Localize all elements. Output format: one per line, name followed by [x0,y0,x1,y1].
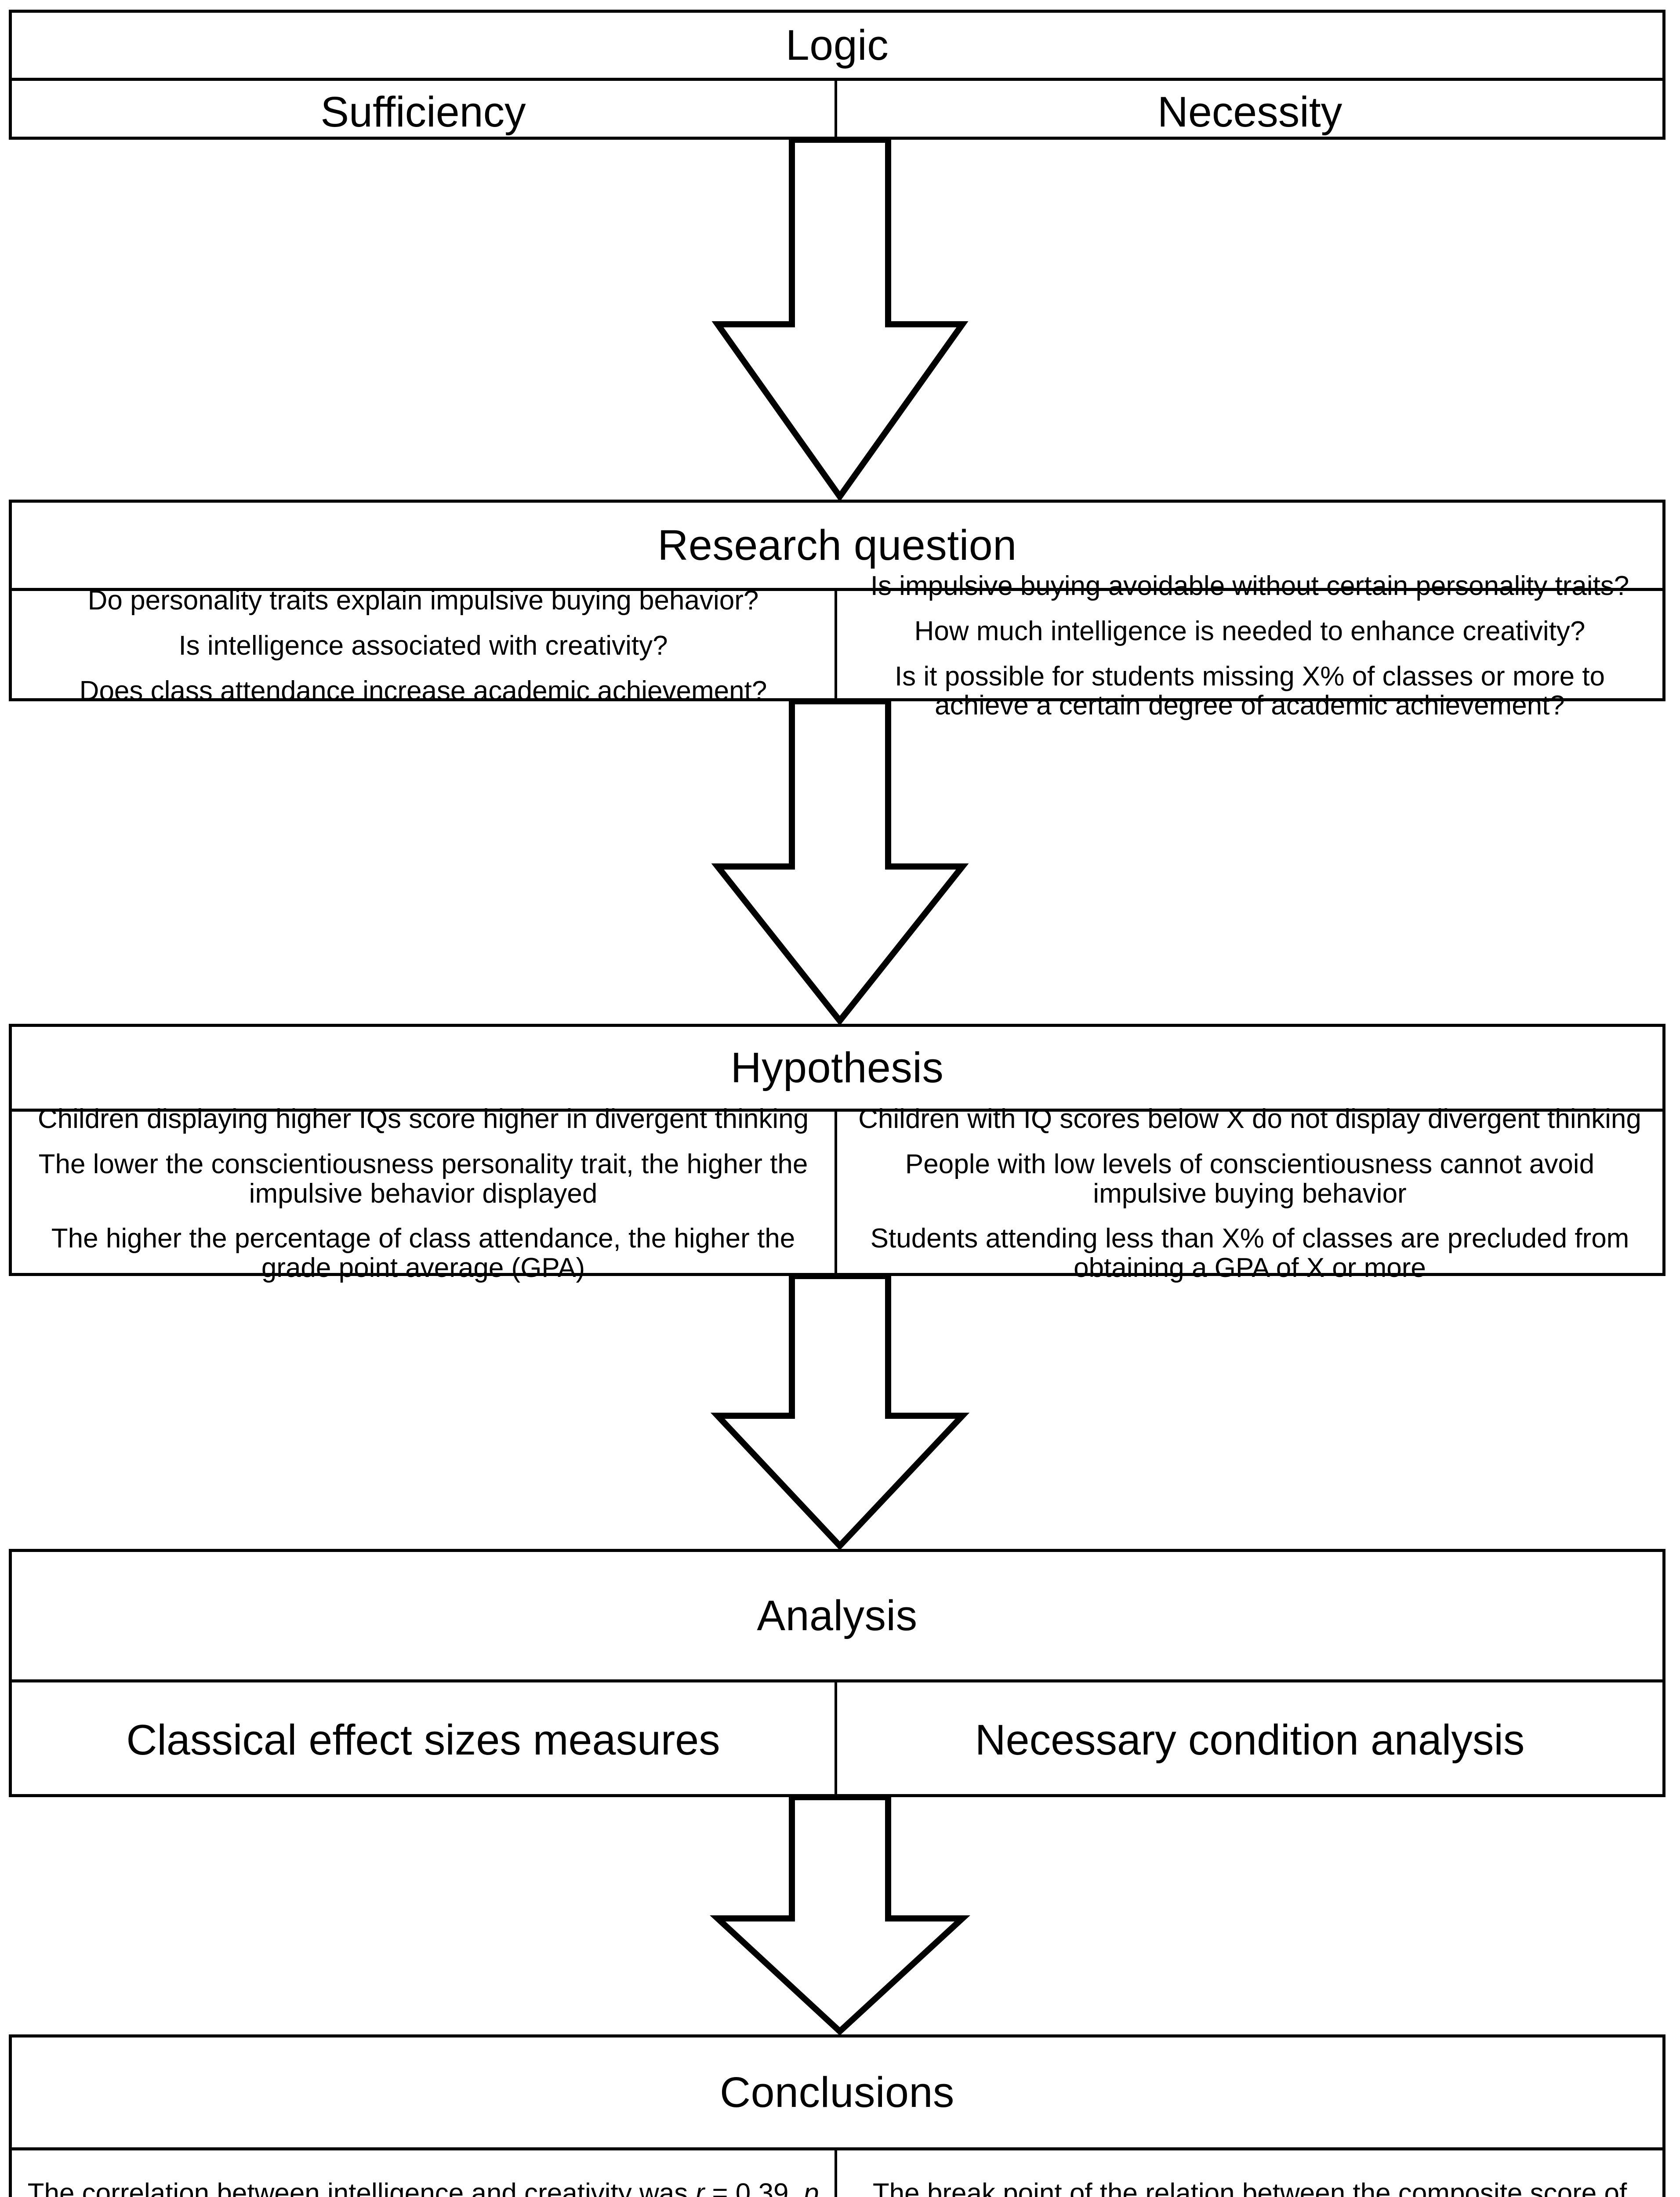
logic-box: Logic Sufficiency Necessity [9,10,1665,143]
down-arrow-icon-3 [0,1276,1680,1549]
list-item: Children displaying higher IQs score hig… [37,1103,809,1134]
analysis-title: Analysis [757,1592,918,1640]
list-item: Children with IQ scores below X do not d… [858,1103,1641,1134]
list-item: How much intelligence is needed to enhan… [914,616,1586,646]
statistic-symbol: p [803,2178,819,2197]
statement-text: The correlation between intelligence and… [27,2178,696,2197]
research-question-necessity-cell: Is impulsive buying avoidable without ce… [837,571,1662,721]
hypothesis-columns: Children displaying higher IQs score hig… [12,1104,1662,1283]
down-arrow-icon-2 [0,701,1680,1024]
hypothesis-divider [12,1109,1662,1112]
statement-text: The break point of the relation between … [872,2178,1627,2197]
research-question-title: Research question [657,521,1017,569]
analysis-classical-cell: Classical effect sizes measures [12,1682,837,1797]
research-question-box: Research question Do personality traits … [9,500,1665,721]
list-item: People with low levels of conscientiousn… [905,1149,1595,1209]
hypothesis-box: Hypothesis Children displaying higher IQ… [9,1024,1665,1283]
logic-title: Logic [785,21,889,69]
logic-necessity-cell: Necessity [1157,87,1343,136]
conclusions-columns: The correlation between intelligence and… [12,2150,1662,2197]
hypothesis-necessity-cell: Children with IQ scores below X do not d… [837,1104,1662,1283]
list-item: The break point of the relation between … [847,2179,1653,2197]
conclusions-necessity-cell: The break point of the relation between … [837,2150,1662,2197]
research-question-sufficiency-cell: Do personality traits explain impulsive … [12,586,837,706]
hypothesis-title: Hypothesis [730,1044,944,1092]
list-item: Do personality traits explain impulsive … [87,585,759,616]
analysis-divider [12,1679,1662,1682]
list-item: The higher the percentage of class atten… [51,1223,795,1283]
conclusions-divider [12,2147,1662,2150]
list-item: Is intelligence associated with creativi… [178,631,668,661]
list-item: The correlation between intelligence and… [22,2179,825,2197]
statement-text: = 0.39, [704,2178,804,2197]
research-question-columns: Do personality traits explain impulsive … [12,571,1662,721]
analysis-columns: Classical effect sizes measures Necessar… [12,1682,1662,1797]
list-item: Students attending less than X% of class… [870,1223,1629,1283]
hypothesis-sufficiency-cell: Children displaying higher IQs score hig… [12,1104,837,1283]
list-item: The lower the conscientiousness personal… [38,1149,808,1209]
list-item: Is impulsive buying avoidable without ce… [870,570,1629,601]
down-arrow-icon-1 [0,140,1680,500]
statistic-symbol: r [695,2178,705,2197]
analysis-nca-cell: Necessary condition analysis [975,1715,1525,1764]
logic-sufficiency-cell: Sufficiency [12,81,837,143]
conclusions-sufficiency-cell: The correlation between intelligence and… [12,2150,837,2197]
logic-divider [12,78,1662,81]
analysis-box: Analysis Classical effect sizes measures… [9,1549,1665,1797]
research-question-divider [12,588,1662,591]
logic-columns: Sufficiency Necessity [12,81,1662,143]
conclusions-box: Conclusions The correlation between inte… [9,2034,1665,2197]
list-item: Is it possible for students missing X% o… [894,661,1605,721]
down-arrow-icon-4 [0,1797,1680,2034]
list-item: Does class attendance increase academic … [79,675,767,706]
conclusions-title: Conclusions [720,2068,954,2117]
